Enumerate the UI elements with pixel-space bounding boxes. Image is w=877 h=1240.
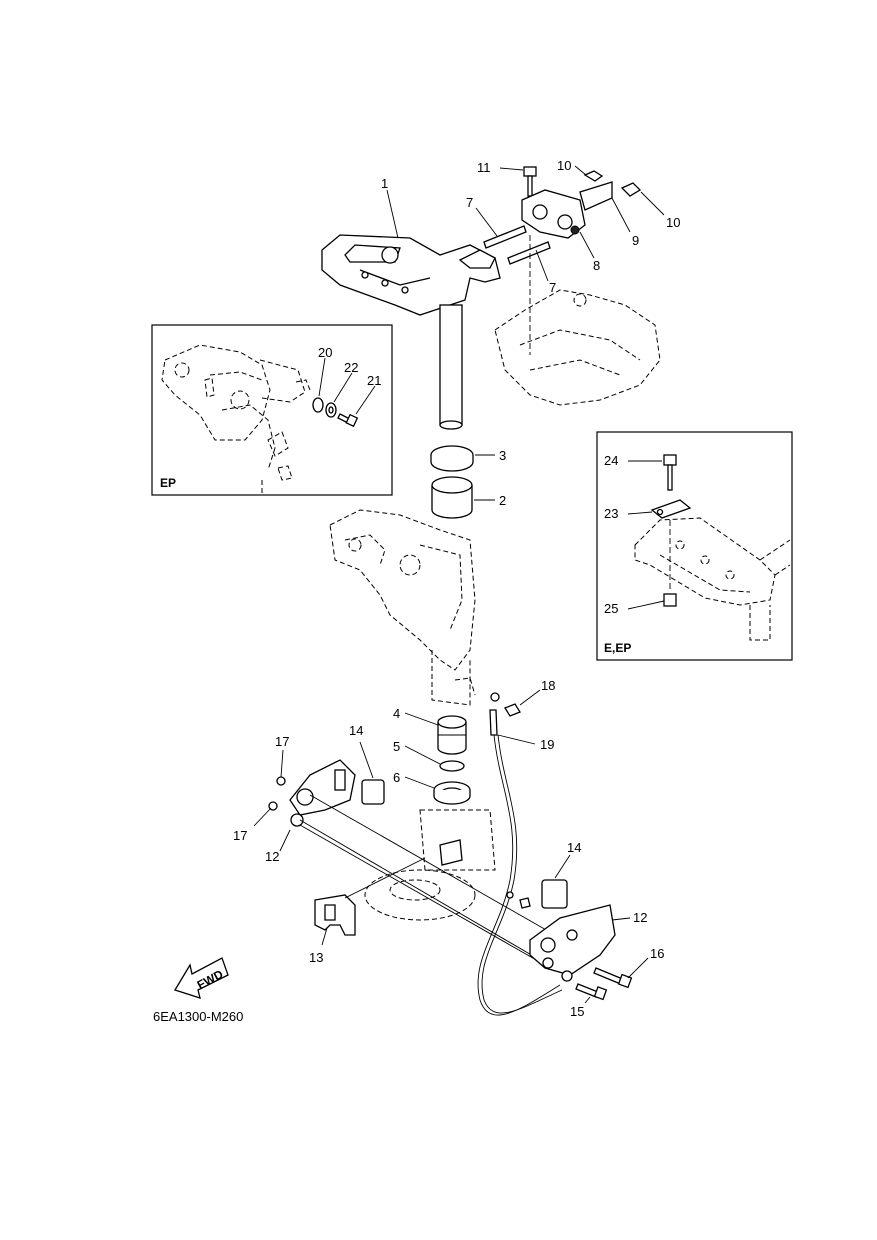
fwd-arrow-icon: [174, 957, 229, 999]
plate-9: [579, 181, 613, 211]
pad-14a: [361, 779, 385, 805]
swivel-bracket-ghost: [329, 509, 476, 706]
callout-1: 1: [381, 176, 388, 191]
fwd-arrow: FWD: [174, 957, 229, 999]
callout-10a: 10: [557, 158, 571, 173]
callout-20: 20: [318, 345, 332, 360]
callout-18: 18: [541, 678, 555, 693]
washer-20: [312, 397, 324, 413]
nut-10b: [620, 182, 642, 197]
callout-4: 4: [393, 706, 400, 721]
inset-e-ep-label: E,EP: [604, 641, 631, 655]
callout-3: 3: [499, 448, 506, 463]
inset-e-ep-frame: [596, 431, 793, 661]
callout-22: 22: [344, 360, 358, 375]
callout-21: 21: [367, 373, 381, 388]
pad-14b: [541, 879, 568, 909]
nut-25: [663, 593, 677, 607]
callout-23: 23: [604, 506, 618, 521]
bolt-18: [504, 703, 521, 717]
callout-24: 24: [604, 453, 618, 468]
callout-7a: 7: [466, 195, 473, 210]
mount-assembly: 11 10 10 9 8: [477, 158, 680, 355]
callout-16: 16: [650, 946, 664, 961]
bushing-2: [431, 485, 473, 519]
callout-11: 11: [477, 160, 491, 175]
block-13: 13: [309, 857, 426, 965]
callout-9: 9: [632, 233, 639, 248]
bolt-11: [523, 166, 537, 177]
inset-ep-label: EP: [160, 476, 176, 490]
callout-14a: 14: [349, 723, 363, 738]
callout-10b: 10: [666, 215, 680, 230]
bushings: 3 2: [430, 445, 506, 519]
callout-17a: 17: [275, 734, 289, 749]
callout-2: 2: [499, 493, 506, 508]
callout-15: 15: [570, 1004, 584, 1019]
callout-13: 13: [309, 950, 323, 965]
studs-7: 7 7: [466, 195, 556, 295]
callout-17b: 17: [233, 828, 247, 843]
callout-12b: 12: [633, 910, 647, 925]
callout-6: 6: [393, 770, 400, 785]
clamp-bracket-ghost: [364, 809, 531, 921]
steering-bracket-1: 1: [321, 176, 501, 430]
bushing-4: [437, 722, 467, 755]
lead-19: [489, 709, 498, 736]
clamp-right: 14 12 16 15: [529, 840, 664, 1019]
callout-7b: 7: [549, 280, 556, 295]
lower-seals: 4 5 6: [393, 706, 471, 805]
bolt-24: [663, 454, 677, 466]
callout-25: 25: [604, 601, 618, 616]
drawing-code: 6EA1300-M260: [153, 1009, 243, 1024]
callout-8: 8: [593, 258, 600, 273]
o-ring-5: [439, 760, 465, 772]
callout-5: 5: [393, 739, 400, 754]
callout-19: 19: [540, 737, 554, 752]
inset-ep: 20 22 21 EP: [151, 324, 393, 496]
inset-ep-frame: [151, 324, 393, 496]
nut-17a: [276, 776, 286, 786]
callout-12a: 12: [265, 849, 279, 864]
callout-14b: 14: [567, 840, 581, 855]
inset-e-ep: 24 23 25 E,EP: [596, 431, 793, 661]
nut-10a: [583, 170, 604, 182]
ground-lead: 18 19: [477, 678, 563, 1016]
upper-housing-ghost: [494, 289, 661, 406]
clamp-left: 14 17 17 12: [233, 723, 556, 966]
